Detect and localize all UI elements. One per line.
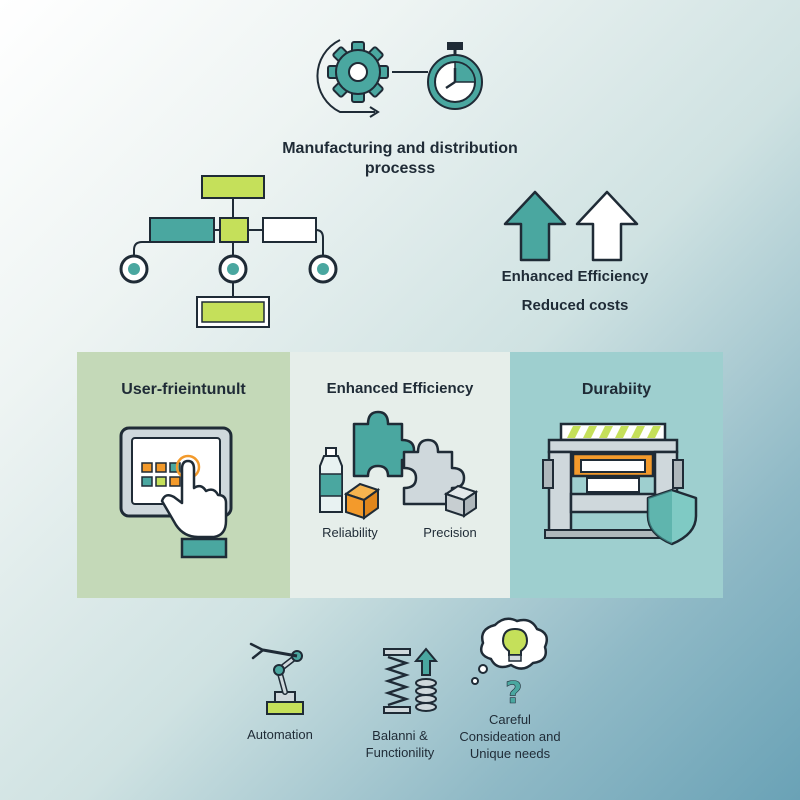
precision-label: Precision — [423, 525, 477, 540]
panel-user-friendly-title: User-frieintunult — [121, 381, 246, 398]
panel-efficiency-title: Enhanced Efficiency — [326, 380, 474, 397]
question-mark-icon: ? — [505, 676, 522, 711]
careful-label-line1: Careful — [489, 712, 531, 727]
thought-bubble-lightbulb-icon: ? — [471, 617, 548, 711]
flowchart-center-box — [219, 217, 249, 243]
flowchart-top-box — [201, 175, 265, 199]
puzzle-pieces-icon — [319, 410, 479, 520]
touchscreen-hand-icon — [119, 426, 233, 559]
flowchart-right-box — [262, 217, 317, 243]
panel-durability-title: Durabiity — [581, 381, 652, 398]
gear-stopwatch-cycle-icon — [316, 39, 483, 118]
efficiency-label: Enhanced Efficiency — [501, 268, 649, 285]
process-title: Manufacturing and distribution processs — [200, 139, 600, 179]
reduced-costs-label: Reduced costs — [521, 297, 629, 314]
robot-arm-icon — [249, 642, 304, 715]
process-title-line1: Manufacturing and distribution — [282, 140, 518, 157]
careful-label-line2: Consideation and — [459, 729, 561, 744]
up-arrows-icon — [503, 190, 639, 262]
process-title-line2: processs — [364, 160, 436, 177]
automation-label: Automation — [247, 727, 313, 742]
reliability-label: Reliability — [322, 525, 378, 540]
flowchart-diagram — [119, 175, 338, 328]
industrial-machine-icon — [542, 422, 698, 546]
flowchart-left-box — [149, 217, 215, 243]
balance-label: Balanni & Functionility — [345, 727, 455, 761]
careful-label: Careful Consideation and Unique needs — [440, 711, 580, 762]
balance-label-line1: Balanni & — [372, 728, 428, 743]
careful-label-line3: Unique needs — [469, 746, 551, 761]
balance-label-line2: Functionility — [365, 745, 435, 760]
spring-coins-icon — [383, 647, 439, 714]
